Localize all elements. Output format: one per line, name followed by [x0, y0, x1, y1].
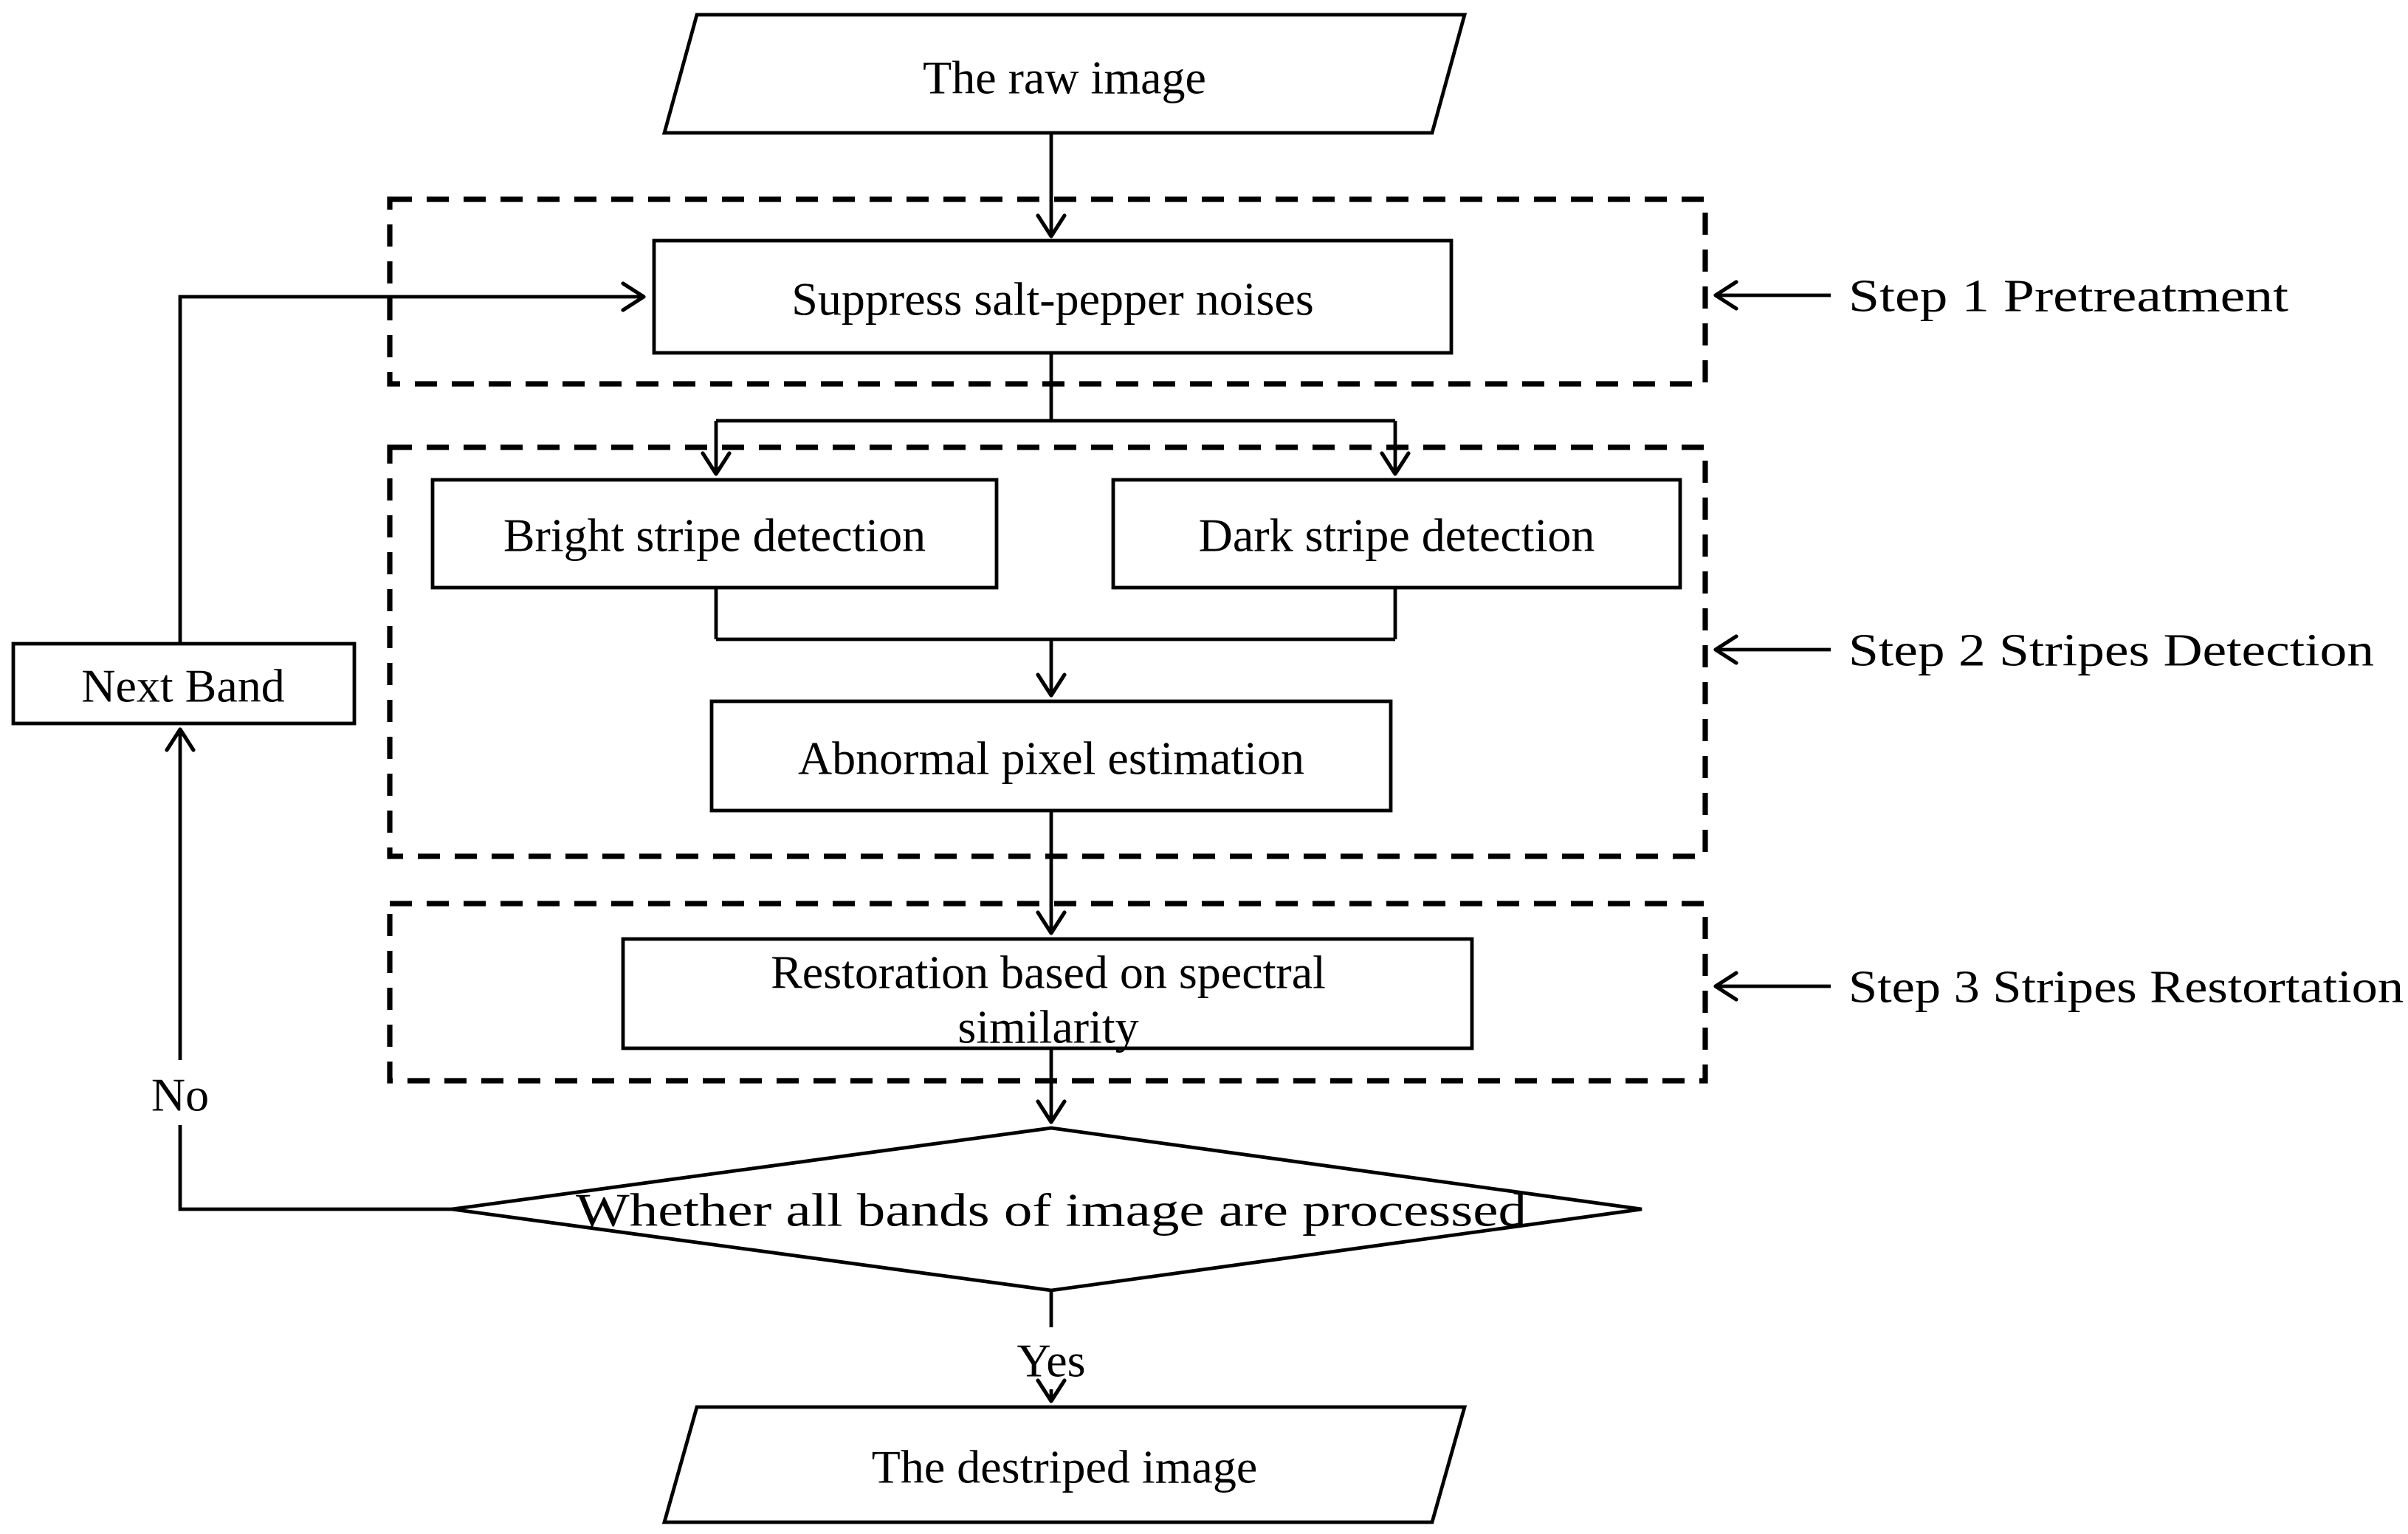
- step3-dashed-box: [387, 901, 1708, 1084]
- edge-next-band-to-suppress: [178, 281, 646, 644]
- decision-diamond-node: [451, 1126, 1642, 1293]
- dark-stripe-detection-label: Dark stripe detection: [1199, 509, 1595, 561]
- next-band-label: Next Band: [81, 659, 285, 712]
- restoration-label-line2: similarity: [957, 1000, 1138, 1053]
- destriped-image-node: [661, 1405, 1468, 1524]
- yes-branch-label: Yes: [1016, 1334, 1085, 1386]
- next-band-node: [11, 642, 357, 726]
- no-branch-label: No: [151, 1068, 209, 1121]
- restoration-node: [621, 937, 1474, 1050]
- suppress-noises-node: [652, 238, 1454, 355]
- dark-stripe-detection-node: [1111, 478, 1682, 590]
- step2-label: Step 2 Stripes Detection: [1848, 626, 2374, 676]
- destriped-image-label: The destriped image: [872, 1440, 1257, 1493]
- step1-label: Step 1 Pretreatment: [1848, 272, 2288, 322]
- abnormal-pixel-estimation-node: [709, 699, 1393, 813]
- decision-label: Whether all bands of image are processed: [576, 1183, 1527, 1236]
- step2-dashed-box: [387, 444, 1708, 859]
- step1-dashed-box: [387, 196, 1708, 387]
- raw-image-label: The raw image: [923, 51, 1206, 103]
- bright-stripe-detection-node: [430, 478, 999, 590]
- raw-image-node: [661, 13, 1468, 135]
- suppress-noises-label: Suppress salt-pepper noises: [791, 272, 1313, 325]
- edge-no-horizontal: [178, 1125, 452, 1211]
- abnormal-pixel-estimation-label: Abnormal pixel estimation: [798, 732, 1304, 784]
- bright-stripe-detection-label: Bright stripe detection: [503, 509, 926, 561]
- restoration-label-line1: Restoration based on spectral: [771, 946, 1326, 998]
- step3-label: Step 3 Stripes Restortation: [1848, 963, 2404, 1013]
